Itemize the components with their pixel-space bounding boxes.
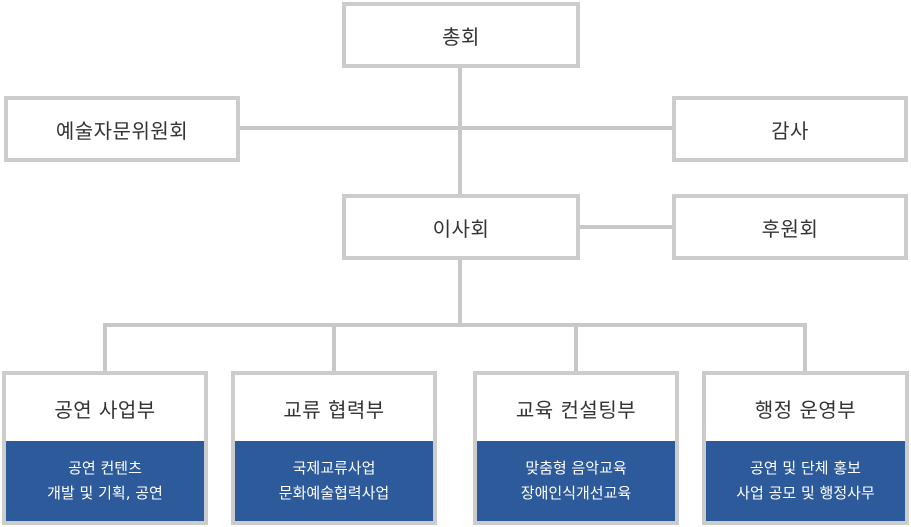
supporters-box: 후원회 — [672, 194, 908, 260]
dept-desc-line: 맞춤형 음악교육 — [525, 459, 627, 477]
audit-label: 감사 — [771, 118, 809, 143]
dept-desc-line: 국제교류사업 — [292, 459, 376, 477]
arts-advisory-box: 예술자문위원회 — [4, 96, 240, 162]
arts-advisory-label: 예술자문위원회 — [55, 118, 189, 143]
dept-title: 행정 운영부 — [754, 397, 857, 422]
board-label: 이사회 — [432, 216, 490, 241]
dept-desc-line: 장애인식개선교육 — [520, 484, 632, 502]
general-assembly-label: 총회 — [442, 24, 480, 49]
dept-title: 공연 사업부 — [54, 397, 156, 422]
board-box: 이사회 — [342, 194, 580, 260]
audit-box: 감사 — [672, 96, 908, 162]
dept-desc-line: 사업 공모 및 행정사무 — [736, 484, 875, 502]
dept-description: 공연 컨텐츠 개발 및 기획, 공연 — [6, 441, 204, 521]
dept-desc-line: 공연 및 단체 홍보 — [750, 459, 861, 477]
dept-description: 공연 및 단체 홍보 사업 공모 및 행정사무 — [706, 441, 905, 521]
dept-description: 국제교류사업 문화예술협력사업 — [235, 441, 433, 521]
dept-desc-line: 문화예술협력사업 — [278, 484, 390, 502]
supporters-label: 후원회 — [761, 216, 819, 241]
dept-performance: 공연 사업부 공연 컨텐츠 개발 및 기획, 공연 — [2, 371, 208, 525]
dept-education: 교육 컨설팅부 맞춤형 음악교육 장애인식개선교육 — [473, 371, 679, 525]
general-assembly-box: 총회 — [342, 2, 580, 68]
dept-title: 교류 협력부 — [283, 397, 385, 422]
dept-title: 교육 컨설팅부 — [515, 397, 637, 422]
dept-desc-line: 개발 및 기획, 공연 — [47, 484, 163, 502]
dept-exchange: 교류 협력부 국제교류사업 문화예술협력사업 — [231, 371, 437, 525]
dept-description: 맞춤형 음악교육 장애인식개선교육 — [477, 441, 675, 521]
dept-administration: 행정 운영부 공연 및 단체 홍보 사업 공모 및 행정사무 — [702, 371, 909, 525]
dept-desc-line: 공연 컨텐츠 — [68, 459, 142, 477]
